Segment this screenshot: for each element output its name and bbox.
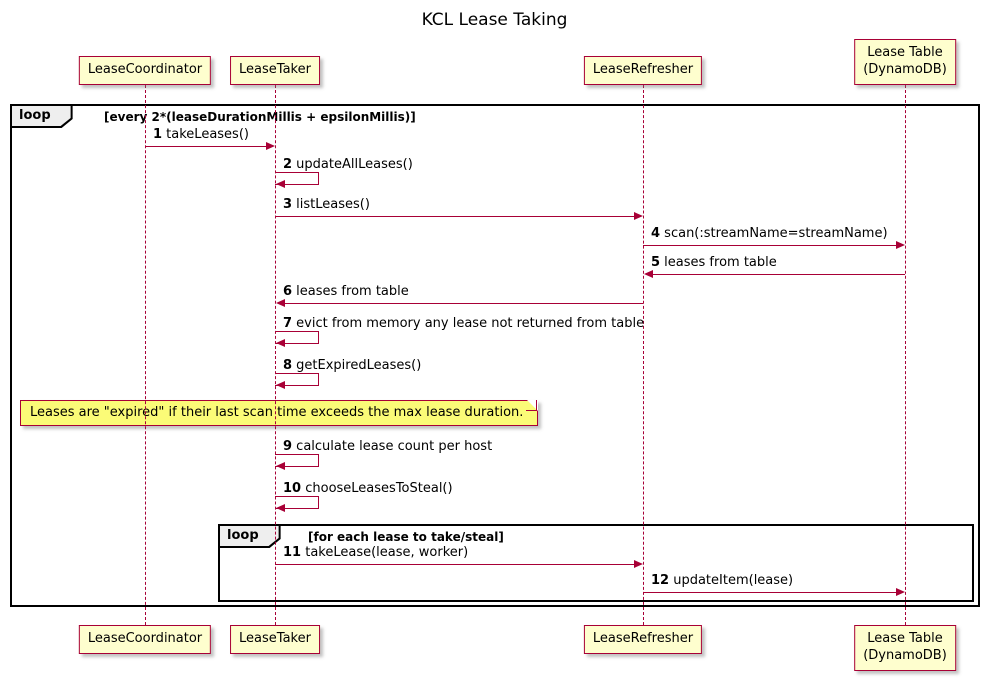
arrowhead-11: [634, 560, 643, 568]
inner-loop-condition: [for each lease to take/steal]: [308, 530, 504, 544]
participant-top-lease-coordinator: LeaseCoordinator: [78, 56, 212, 85]
lifeline-lease-coordinator: [145, 85, 146, 625]
outer-loop-condition: [every 2*(leaseDurationMillis + epsilonM…: [104, 110, 416, 124]
arrowhead-7: [276, 339, 285, 347]
message-arrow-6: [283, 303, 643, 304]
arrowhead-8: [276, 381, 285, 389]
message-label-7: 7 evict from memory any lease not return…: [283, 316, 645, 331]
message-arrow-5: [651, 274, 905, 275]
message-arrow-1: [145, 146, 267, 147]
message-self-arrow-10: [275, 496, 319, 509]
message-label-2: 2 updateAllLeases(): [283, 157, 413, 172]
message-label-1: 1 takeLeases(): [153, 127, 249, 142]
message-self-arrow-9: [275, 454, 319, 467]
message-self-arrow-2: [275, 172, 319, 185]
note: Leases are "expired" if their last scan …: [20, 400, 539, 426]
participant-bottom-lease-table: Lease Table(DynamoDB): [854, 625, 956, 671]
participant-bottom-lease-coordinator: LeaseCoordinator: [78, 625, 212, 654]
message-label-6: 6 leases from table: [283, 284, 409, 299]
message-label-9: 9 calculate lease count per host: [283, 439, 493, 454]
message-label-5: 5 leases from table: [651, 255, 777, 270]
message-label-10: 10 chooseLeasesToSteal(): [283, 481, 453, 496]
arrowhead-3: [634, 212, 643, 220]
arrowhead-10: [276, 504, 285, 512]
message-arrow-4: [643, 245, 897, 246]
arrowhead-6: [276, 299, 285, 307]
outer-loop-tab: loop: [10, 104, 73, 128]
message-label-4: 4 scan(:streamName=streamName): [651, 226, 888, 241]
message-label-8: 8 getExpiredLeases(): [283, 358, 422, 373]
diagram-title: KCL Lease Taking: [421, 10, 568, 30]
message-label-12: 12 updateItem(lease): [651, 573, 794, 588]
inner-loop-label: loop: [220, 526, 279, 546]
inner-loop-frame: loop [for each lease to take/steal]: [218, 524, 974, 602]
message-arrow-11: [275, 564, 635, 565]
lifeline-lease-table: [905, 85, 906, 625]
message-label-11: 11 takeLease(lease, worker): [283, 545, 469, 560]
outer-loop-label: loop: [12, 106, 71, 126]
message-label-3: 3 listLeases(): [283, 197, 370, 212]
lifeline-lease-refresher: [643, 85, 644, 625]
message-self-arrow-8: [275, 373, 319, 386]
lifeline-lease-taker: [275, 85, 276, 625]
arrowhead-9: [276, 462, 285, 470]
participant-top-lease-taker: LeaseTaker: [230, 56, 320, 85]
message-self-arrow-7: [275, 331, 319, 344]
participant-bottom-lease-refresher: LeaseRefresher: [583, 625, 703, 654]
arrowhead-5: [644, 270, 653, 278]
participant-bottom-lease-taker: LeaseTaker: [230, 625, 320, 654]
participant-top-lease-refresher: LeaseRefresher: [583, 56, 703, 85]
arrowhead-4: [896, 241, 905, 249]
arrowhead-12: [896, 588, 905, 596]
arrowhead-1: [266, 142, 275, 150]
outer-loop-frame: loop [every 2*(leaseDurationMillis + eps…: [10, 104, 980, 607]
inner-loop-tab: loop: [218, 524, 281, 548]
message-arrow-12: [643, 592, 897, 593]
participant-top-lease-table: Lease Table(DynamoDB): [854, 39, 956, 85]
arrowhead-2: [276, 180, 285, 188]
message-arrow-3: [275, 216, 635, 217]
